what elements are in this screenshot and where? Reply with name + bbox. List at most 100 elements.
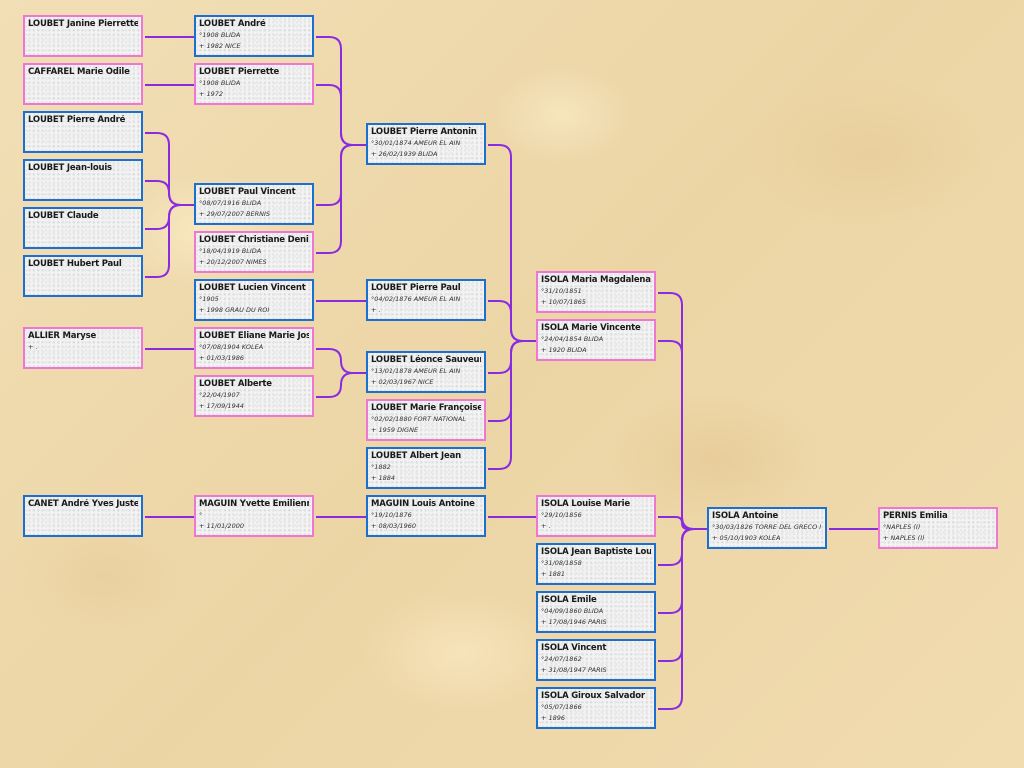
person-name: PERNIS Emilia	[883, 511, 948, 521]
death-info: + 17/09/1944	[199, 402, 244, 410]
person-name: CAFFAREL Marie Odile	[28, 67, 130, 77]
birth-info: °07/08/1904 KOLEA	[199, 343, 264, 351]
person-name: LOUBET Janine Pierrette Armande	[28, 19, 138, 29]
birth-info: °22/04/1907	[199, 391, 240, 399]
person-name: LOUBET André	[199, 19, 266, 29]
person-name: LOUBET Pierre André	[28, 115, 126, 125]
person-box-maguin-yvette-emilienne-ernestine[interactable]: MAGUIN Yvette Emilienne Ernestine°+ 11/0…	[194, 495, 314, 537]
link-loubet-hubert-paul-to-loubet-paul-vincent	[145, 204, 194, 278]
death-info: + 11/01/2000	[199, 522, 244, 530]
death-info: + NAPLES (I)	[883, 534, 925, 542]
birth-info: °24/07/1862	[541, 655, 582, 663]
person-box-isola-giroux-salvador[interactable]: ISOLA Giroux Salvador °05/07/1866 + 1896	[536, 687, 656, 729]
birth-info: °08/07/1916 BLIDA	[199, 199, 262, 207]
birth-info: °18/04/1919 BLIDA	[199, 247, 262, 255]
person-name: LOUBET Alberte	[199, 379, 272, 389]
person-box-loubet-alberte[interactable]: LOUBET Alberte °22/04/1907 + 17/09/1944	[194, 375, 314, 417]
link-isola-giroux-salvador-to-isola-antoine	[658, 528, 707, 710]
person-name: ISOLA Louise Marie	[541, 499, 630, 509]
birth-info: °13/01/1878 AMEUR EL AIN	[371, 367, 461, 375]
death-info: + .	[28, 343, 38, 351]
birth-info: °05/07/1866	[541, 703, 582, 711]
person-name: ISOLA Maria Magdalena Rosa	[541, 275, 651, 285]
person-box-loubet-pierre-andre-jr[interactable]: LOUBET Pierre André	[23, 111, 143, 153]
birth-info: °	[199, 511, 203, 519]
birth-info: °04/02/1876 AMEUR EL AIN	[371, 295, 461, 303]
death-info: + 05/10/1903 KOLEA	[712, 534, 781, 542]
person-box-loubet-marie-francoise[interactable]: LOUBET Marie Françoise °02/02/1880 FORT N…	[366, 399, 486, 441]
link-isola-marie-vincente-to-isola-antoine	[658, 340, 707, 530]
person-box-pernis-emilia[interactable]: PERNIS Emilia °NAPLES (I) + NAPLES (I)	[878, 507, 998, 549]
person-box-isola-vincent[interactable]: ISOLA Vincent °24/07/1862 + 31/08/1947 PAR…	[536, 639, 656, 681]
death-info: + .	[371, 306, 381, 314]
person-name: ISOLA Marie Vincente	[541, 323, 641, 333]
person-name: ISOLA Giroux Salvador	[541, 691, 645, 701]
person-name: LOUBET Pierre Paul	[371, 283, 461, 293]
death-info: + 1884	[371, 474, 396, 482]
birth-info: °31/08/1858	[541, 559, 582, 567]
person-box-isola-jean-baptiste-louis[interactable]: ISOLA Jean Baptiste Louis°31/08/1858+ 18…	[536, 543, 656, 585]
person-box-loubet-pierrette[interactable]: LOUBET Pierrette°1908 BLIDA+ 1972	[194, 63, 314, 105]
person-name: ISOLA Vincent	[541, 643, 607, 653]
death-info: + 1998 GRAU DU ROI	[199, 306, 270, 314]
person-box-canet-andre-yves-juste[interactable]: CANET André Yves Juste	[23, 495, 143, 537]
person-box-maguin-louis-antoine[interactable]: MAGUIN Louis Antoine°19/10/1876+ 08/03/1…	[366, 495, 486, 537]
person-name: ISOLA Emile	[541, 595, 597, 605]
person-name: LOUBET Marie Françoise	[371, 403, 481, 413]
person-name: LOUBET Albert Jean	[371, 451, 461, 461]
person-box-loubet-leonce-sauveur[interactable]: LOUBET Léonce Sauveur °13/01/1878 AMEUR E…	[366, 351, 486, 393]
person-box-loubet-christiane-denise[interactable]: LOUBET Christiane Denise°18/04/1919 BLID…	[194, 231, 314, 273]
person-box-isola-maria-magdalena-rosa[interactable]: ISOLA Maria Magdalena Rosa°31/10/1851+ 1…	[536, 271, 656, 313]
person-box-loubet-pierre-antonin[interactable]: LOUBET Pierre Antonin°30/01/1874 AMEUR E…	[366, 123, 486, 165]
death-info: + 1972	[199, 90, 224, 98]
link-loubet-eliane-marie-josephine-to-loubet-leonce-sauveur	[316, 348, 366, 374]
death-info: + 17/08/1946 PARIS	[541, 618, 607, 626]
person-box-loubet-hubert-paul[interactable]: LOUBET Hubert Paul	[23, 255, 143, 297]
person-box-loubet-pierre-paul[interactable]: LOUBET Pierre Paul °04/02/1876 AMEUR EL A…	[366, 279, 486, 321]
link-isola-louise-marie-to-isola-antoine	[658, 516, 707, 530]
person-name: LOUBET Lucien Vincent	[199, 283, 306, 293]
birth-info: °02/02/1880 FORT NATIONAL	[371, 415, 466, 423]
person-box-isola-marie-vincente[interactable]: ISOLA Marie Vincente°24/04/1854 BLIDA+ 1…	[536, 319, 656, 361]
person-box-loubet-eliane-marie-josephine[interactable]: LOUBET Eliane Marie Joséphine °07/08/1904…	[194, 327, 314, 369]
death-info: + 29/07/2007 BERNIS	[199, 210, 271, 218]
link-loubet-alberte-to-loubet-leonce-sauveur	[316, 372, 366, 398]
death-info: + 1982 NICE	[199, 42, 241, 50]
person-box-isola-antoine[interactable]: ISOLA Antoine°30/03/1826 TORRE DEL GRECO…	[707, 507, 827, 549]
person-name: LOUBET Jean-louis	[28, 163, 112, 173]
person-box-caffarel-marie-odile[interactable]: CAFFAREL Marie Odile	[23, 63, 143, 105]
birth-info: °1882	[371, 463, 391, 471]
person-box-loubet-albert-jean[interactable]: LOUBET Albert Jean °1882 + 1884	[366, 447, 486, 489]
person-box-loubet-janine-pierrette-armande[interactable]: LOUBET Janine Pierrette Armande	[23, 15, 143, 57]
person-box-loubet-andre[interactable]: LOUBET André °1908 BLIDA + 1982 NICE	[194, 15, 314, 57]
birth-info: °31/10/1851	[541, 287, 582, 295]
person-box-loubet-paul-vincent[interactable]: LOUBET Paul Vincent °08/07/1916 BLIDA + 29…	[194, 183, 314, 225]
link-loubet-pierre-paul-to-isola-marie-vincente	[488, 300, 536, 342]
person-box-loubet-claude[interactable]: LOUBET Claude	[23, 207, 143, 249]
person-name: ALLIER Maryse	[28, 331, 97, 341]
person-box-allier-maryse[interactable]: ALLIER Maryse + .	[23, 327, 143, 369]
person-box-loubet-jean-louis[interactable]: LOUBET Jean-louis	[23, 159, 143, 201]
death-info: + 1881	[541, 570, 566, 578]
link-loubet-pierrette-to-loubet-pierre-antonin	[316, 84, 366, 146]
birth-info: °1908 BLIDA	[199, 79, 241, 87]
person-box-isola-louise-marie[interactable]: ISOLA Louise Marie°29/10/1856+ .	[536, 495, 656, 537]
person-box-isola-emile[interactable]: ISOLA Emile°04/09/1860 BLIDA+ 17/08/1946…	[536, 591, 656, 633]
death-info: + 31/08/1947 PARIS	[541, 666, 607, 674]
birth-info: °24/04/1854 BLIDA	[541, 335, 604, 343]
death-info: + 26/02/1939 BLIDA	[371, 150, 438, 158]
birth-info: °19/10/1876	[371, 511, 412, 519]
person-name: LOUBET Eliane Marie Joséphine	[199, 331, 309, 341]
death-info: + 20/12/2007 NIMES	[199, 258, 267, 266]
link-loubet-jean-louis-to-loubet-paul-vincent	[145, 180, 194, 206]
birth-info: °30/03/1826 TORRE DEL GRECO I -	[712, 523, 822, 531]
person-box-loubet-lucien-vincent[interactable]: LOUBET Lucien Vincent °1905 + 1998 GRAU DU…	[194, 279, 314, 321]
person-name: LOUBET Paul Vincent	[199, 187, 296, 197]
person-name: LOUBET Léonce Sauveur	[371, 355, 481, 365]
death-info: + 1896	[541, 714, 566, 722]
birth-info: °1908 BLIDA	[199, 31, 241, 39]
death-info: + 1959 DIGNE	[371, 426, 419, 434]
death-info: + 08/03/1960	[371, 522, 416, 530]
birth-info: °1905	[199, 295, 219, 303]
birth-info: °NAPLES (I)	[883, 523, 921, 531]
